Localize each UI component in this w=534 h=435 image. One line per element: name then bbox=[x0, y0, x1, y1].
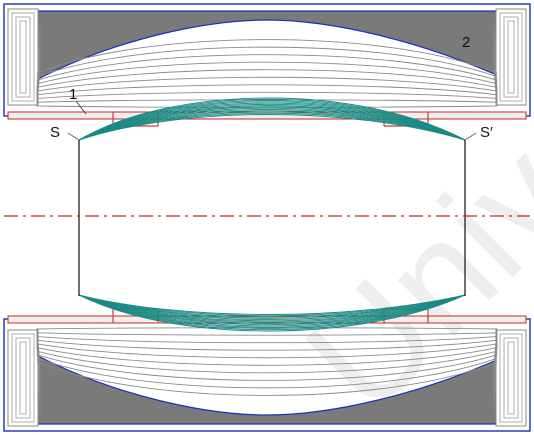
field-line bbox=[37, 339, 497, 371]
beam-ray bbox=[78, 106, 466, 141]
beam-ray bbox=[78, 103, 466, 141]
label-s-prime: S′ bbox=[480, 124, 493, 141]
beam-ray bbox=[78, 294, 466, 323]
field-line bbox=[39, 29, 495, 77]
beam-ray bbox=[78, 294, 466, 326]
field-line bbox=[38, 347, 496, 385]
field-line bbox=[37, 336, 497, 364]
field-line bbox=[37, 71, 497, 99]
field-line bbox=[38, 43, 496, 84]
field-line bbox=[36, 86, 498, 108]
label-2: 2 bbox=[462, 34, 470, 51]
bottom-beam-rays bbox=[78, 294, 466, 332]
beam-ray bbox=[78, 294, 466, 331]
emitter-s-prime-tick bbox=[464, 132, 477, 141]
beam-ray bbox=[78, 294, 466, 324]
beam-ray bbox=[78, 294, 466, 322]
emitter-outline bbox=[78, 140, 466, 296]
top-iron-body bbox=[35, 10, 509, 81]
beam-ray bbox=[78, 107, 466, 141]
beam-ray bbox=[78, 111, 466, 141]
field-line bbox=[39, 22, 495, 73]
beam-ray bbox=[78, 294, 466, 332]
beam-ray bbox=[78, 97, 466, 141]
field-line bbox=[38, 50, 496, 88]
field-line bbox=[39, 362, 495, 413]
bottom-right-winding bbox=[495, 329, 527, 427]
beam-ray bbox=[78, 101, 466, 141]
field-line bbox=[39, 358, 495, 406]
beam-ray bbox=[78, 294, 466, 328]
field-line bbox=[37, 64, 497, 96]
top-pole-piece bbox=[3, 3, 531, 127]
label-1: 1 bbox=[69, 86, 77, 103]
top-right-winding bbox=[495, 8, 527, 106]
label-1-leader bbox=[75, 100, 87, 115]
label-s: S bbox=[50, 124, 60, 141]
beam-ray bbox=[78, 294, 466, 315]
field-line bbox=[37, 57, 497, 92]
field-line bbox=[38, 351, 496, 392]
field-line bbox=[36, 327, 498, 349]
bottom-left-winding bbox=[7, 329, 39, 427]
beam-ray bbox=[78, 100, 466, 141]
beam-ray bbox=[78, 105, 466, 141]
beam-ray bbox=[78, 109, 466, 141]
bottom-iron-body bbox=[35, 354, 509, 425]
bottom-field-lines bbox=[36, 327, 498, 413]
beam-ray bbox=[78, 98, 466, 141]
field-line bbox=[37, 343, 497, 378]
beam-ray bbox=[78, 294, 466, 329]
beam-ray bbox=[78, 294, 466, 327]
field-line bbox=[36, 332, 498, 357]
field-line bbox=[38, 36, 496, 81]
beam-ray bbox=[78, 114, 466, 141]
field-line bbox=[38, 354, 496, 399]
emitter-s-tick bbox=[67, 132, 80, 141]
beam-ray bbox=[78, 110, 466, 141]
beam-ray bbox=[78, 102, 466, 141]
top-field-lines bbox=[36, 22, 498, 108]
top-beam-rays bbox=[78, 97, 466, 141]
top-left-winding bbox=[7, 8, 39, 106]
